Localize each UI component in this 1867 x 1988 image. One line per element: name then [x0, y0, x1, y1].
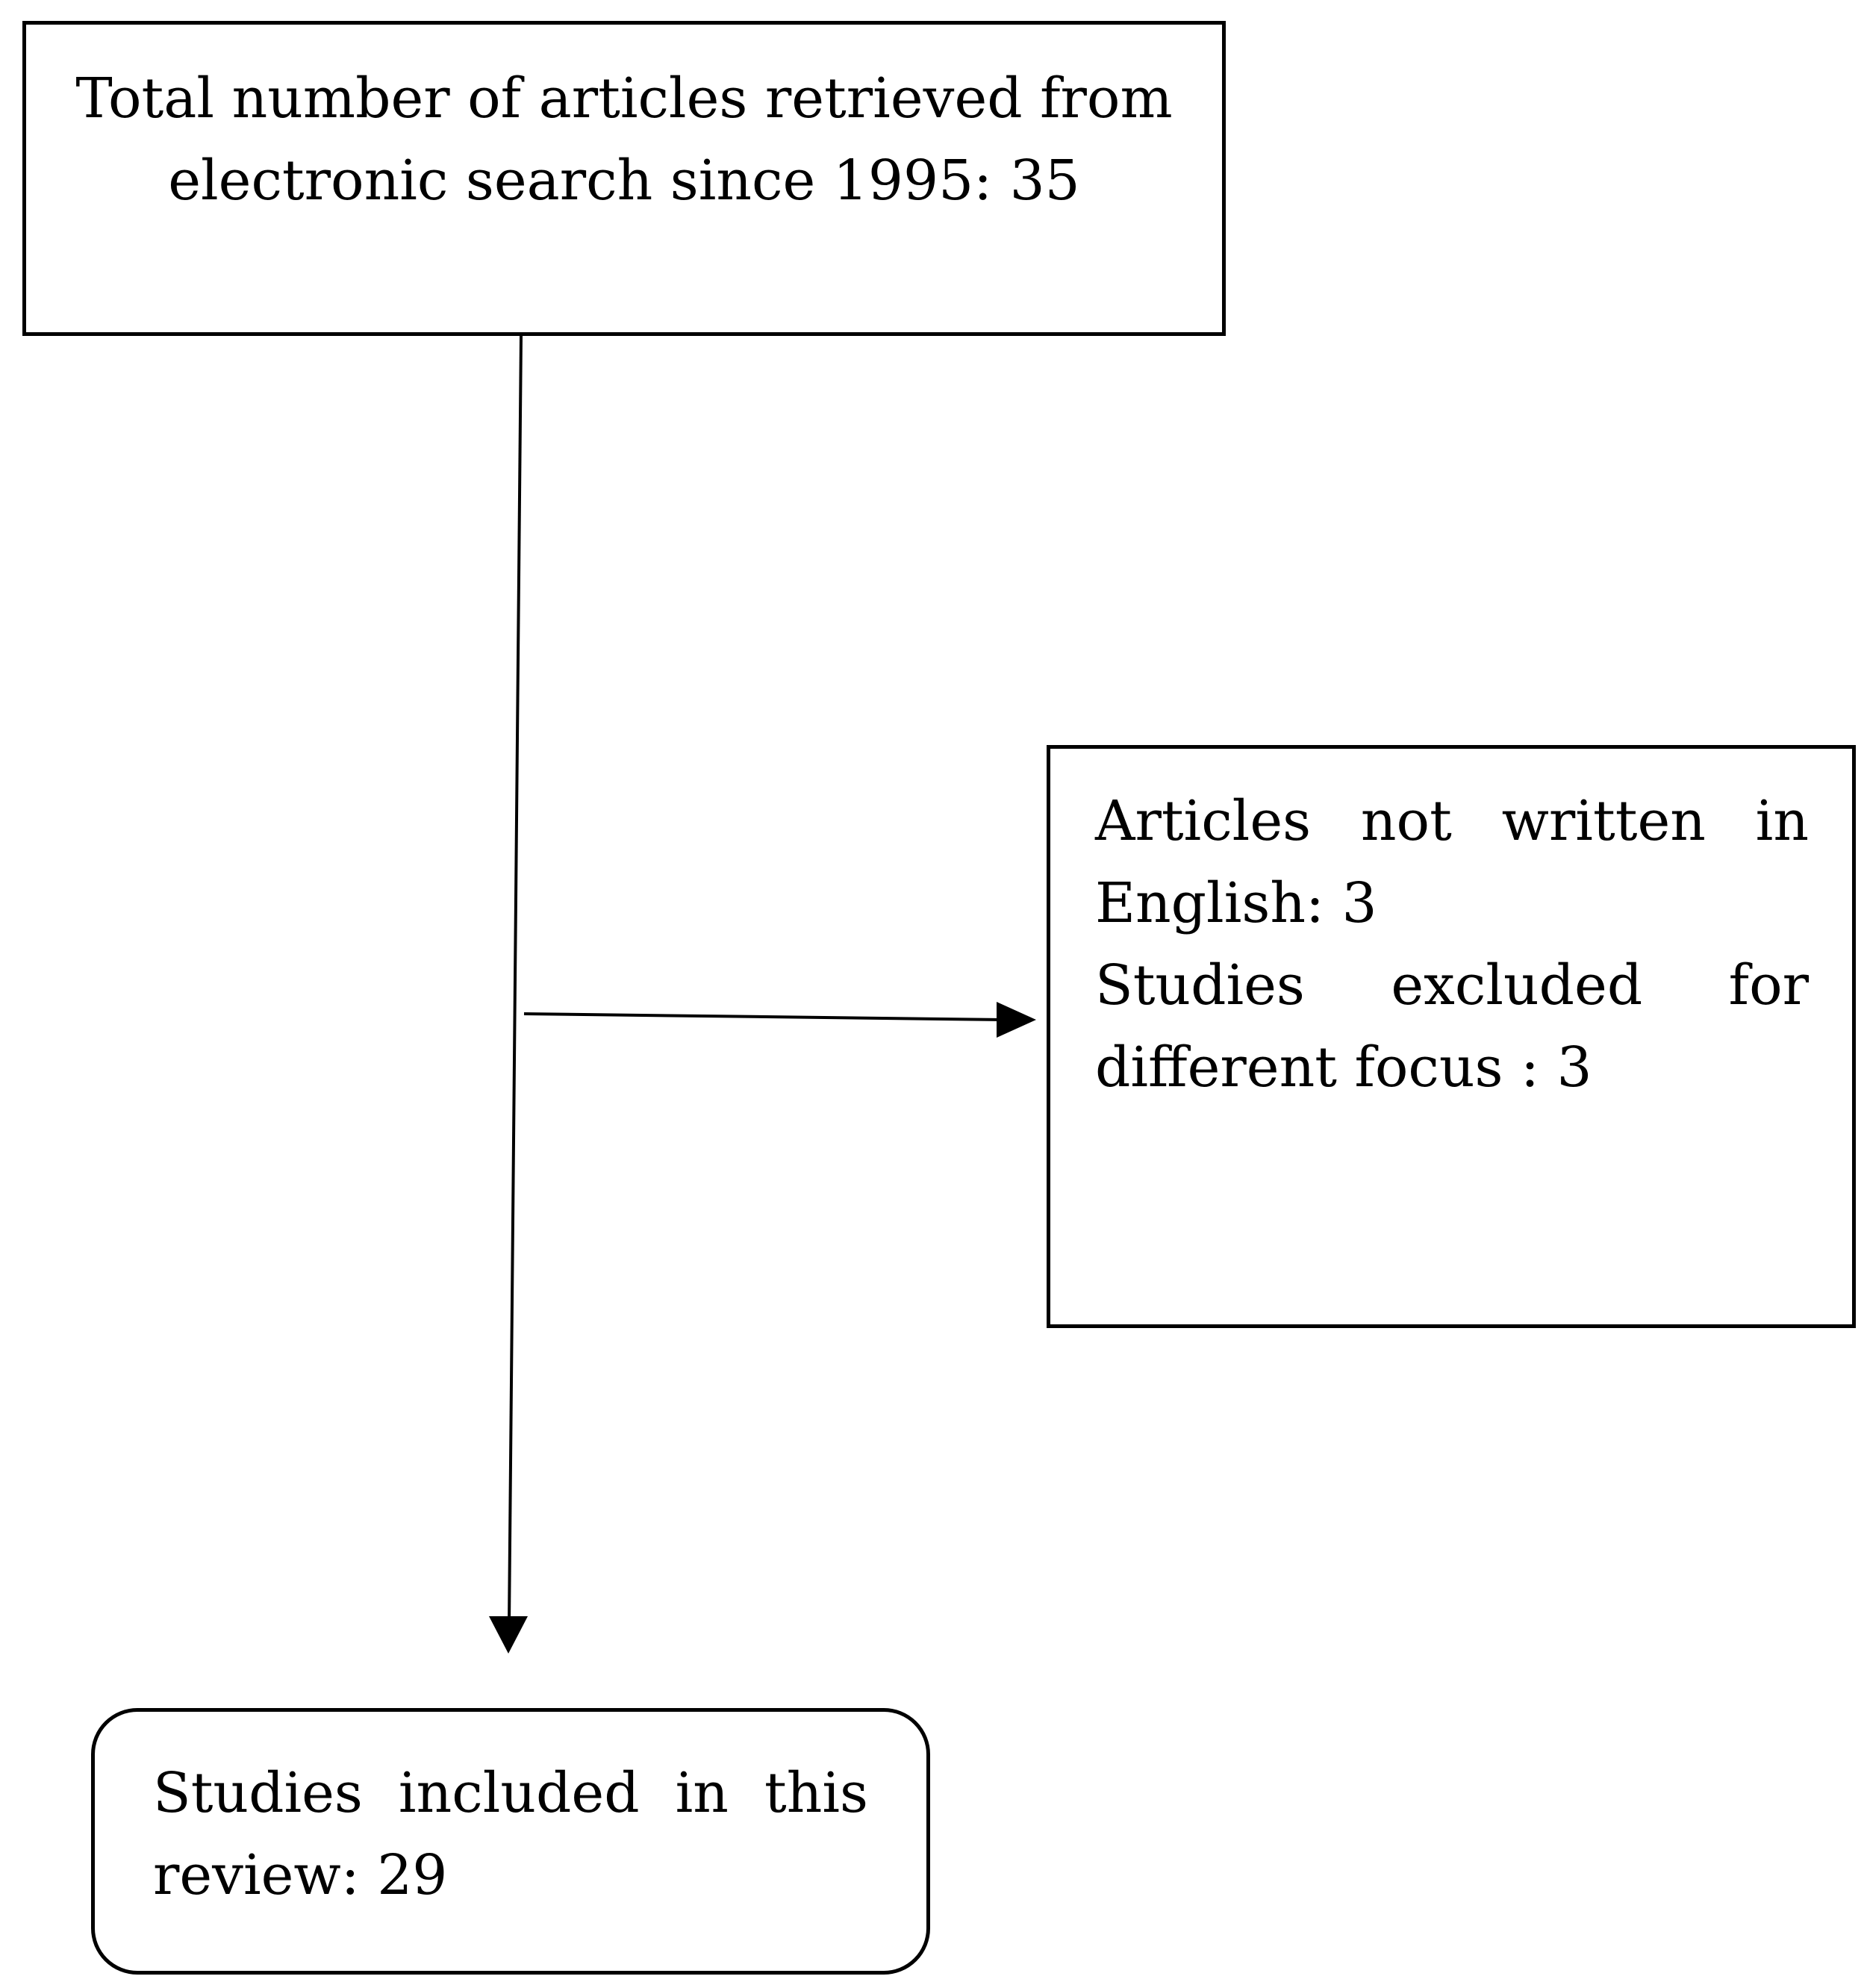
excluded-articles-box: Articles not written in English: 3 Studi… — [1047, 745, 1856, 1328]
included-line-1: Studies included in this — [153, 1761, 868, 1825]
arrow-branch-to-excluded — [523, 1012, 1005, 1021]
search-results-line-1: Total number of articles retrieved from — [75, 66, 1173, 131]
search-results-box: Total number of articles retrieved from … — [22, 21, 1226, 336]
arrow-search-to-included — [508, 335, 523, 1624]
excluded-line-2: English: 3 — [1095, 871, 1377, 935]
included-studies-box: Studies included in this review: 29 — [91, 1708, 930, 1975]
search-results-line-2: electronic search since 1995: 35 — [168, 149, 1080, 213]
arrowhead-down — [489, 1616, 528, 1654]
excluded-line-3: Studies excluded for — [1095, 953, 1809, 1018]
excluded-line-1: Articles not written in — [1095, 789, 1809, 853]
arrowhead-right — [997, 1002, 1036, 1038]
included-line-2: review: 29 — [153, 1843, 448, 1907]
excluded-line-4: different focus : 3 — [1095, 1035, 1592, 1100]
